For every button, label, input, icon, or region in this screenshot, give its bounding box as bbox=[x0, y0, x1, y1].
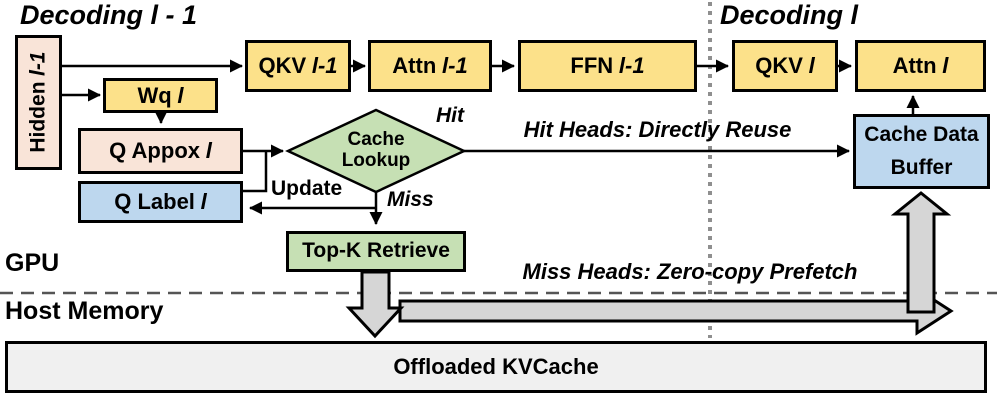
update-label: Update bbox=[271, 177, 343, 200]
cache-data-buffer-box: Cache Data Buffer bbox=[853, 114, 990, 189]
retrieve-down-arrow-to-kvcache bbox=[345, 270, 405, 339]
gpu-region-label: GPU bbox=[5, 249, 60, 277]
cache-data-buffer-line2: Buffer bbox=[890, 155, 953, 179]
offloaded-kvcache-box: Offloaded KVCache bbox=[5, 341, 987, 393]
hidden-prev-box: Hiddenl-1 bbox=[15, 35, 62, 170]
hit-heads-label: Hit Heads: Directly Reuse bbox=[523, 117, 792, 142]
cache-lookup-diamond bbox=[285, 108, 467, 194]
topk-retrieve-label: Top-K Retrieve bbox=[302, 239, 450, 263]
miss-label: Miss bbox=[387, 188, 434, 211]
offloaded-kvcache-label: Offloaded KVCache bbox=[393, 354, 599, 380]
cache-data-buffer-line1: Cache Data bbox=[864, 122, 979, 146]
connector-qlabel-to-lookup-line bbox=[243, 151, 268, 193]
miss-heads-label: Miss Heads: Zero-copy Prefetch bbox=[522, 259, 858, 284]
hit-label: Hit bbox=[436, 104, 464, 127]
topk-retrieve-box: Top-K Retrieve bbox=[286, 231, 466, 272]
zero-copy-prefetch-horizontal-arrow bbox=[398, 286, 954, 336]
cache-lookup-label: Cache Lookup bbox=[341, 129, 411, 171]
prefetch-up-arrow-to-buffer bbox=[890, 191, 952, 314]
title-decoding-cur: Decoding l bbox=[720, 0, 859, 30]
host-memory-region-label: Host Memory bbox=[5, 297, 164, 325]
title-decoding-prev: Decoding l - 1 bbox=[20, 0, 198, 30]
hidden-prev-label: Hiddenl-1 bbox=[26, 51, 50, 154]
